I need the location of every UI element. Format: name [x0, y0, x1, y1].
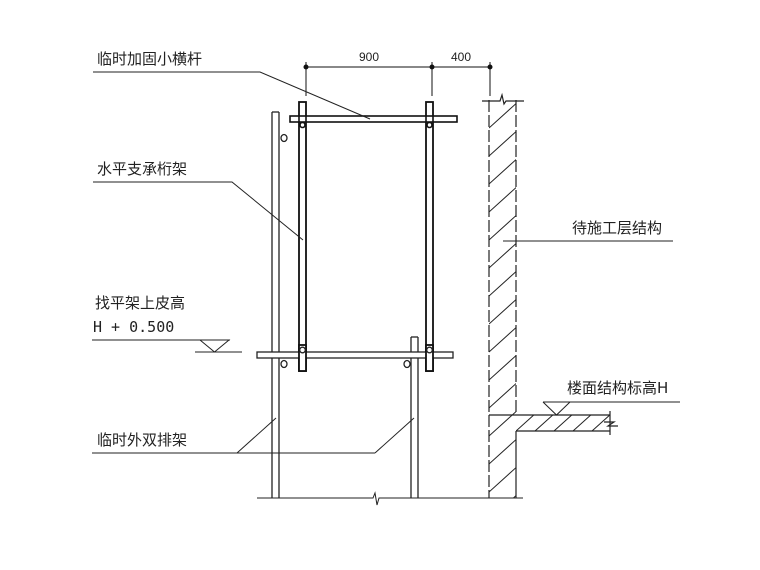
dimension-900: 900 [359, 50, 379, 64]
truss-post-left [298, 101, 307, 372]
floor-elevation-marker [542, 401, 680, 416]
wall-structure [482, 92, 524, 498]
ground-line [257, 491, 523, 506]
leader-horizontal-truss [93, 181, 304, 241]
top-crossbar [289, 115, 458, 129]
label-temp-crossbar: 临时加固小横杆 [97, 50, 202, 68]
dimension-400: 400 [451, 50, 471, 64]
label-temp-double-scaffold: 临时外双排架 [97, 431, 187, 449]
dimension-line [303, 62, 493, 96]
floor-slab [489, 411, 618, 435]
truss-post-right [425, 101, 434, 372]
label-floor-elevation: 楼面结构标高H [567, 379, 668, 397]
label-leveling-top: 找平架上皮高 [95, 294, 185, 312]
platform-bar [256, 344, 454, 372]
leader-temp-double-scaffold [92, 417, 415, 454]
leveling-elevation-marker [92, 339, 242, 353]
label-structure-pending: 待施工层结构 [572, 219, 662, 237]
label-horizontal-truss: 水平支承桁架 [97, 160, 187, 178]
leader-temp-crossbar [93, 71, 371, 120]
label-leveling-elevation: H + 0.500 [93, 318, 174, 336]
scaffold-pipe-right [403, 336, 419, 498]
scaffold-pipe-left [271, 111, 288, 498]
